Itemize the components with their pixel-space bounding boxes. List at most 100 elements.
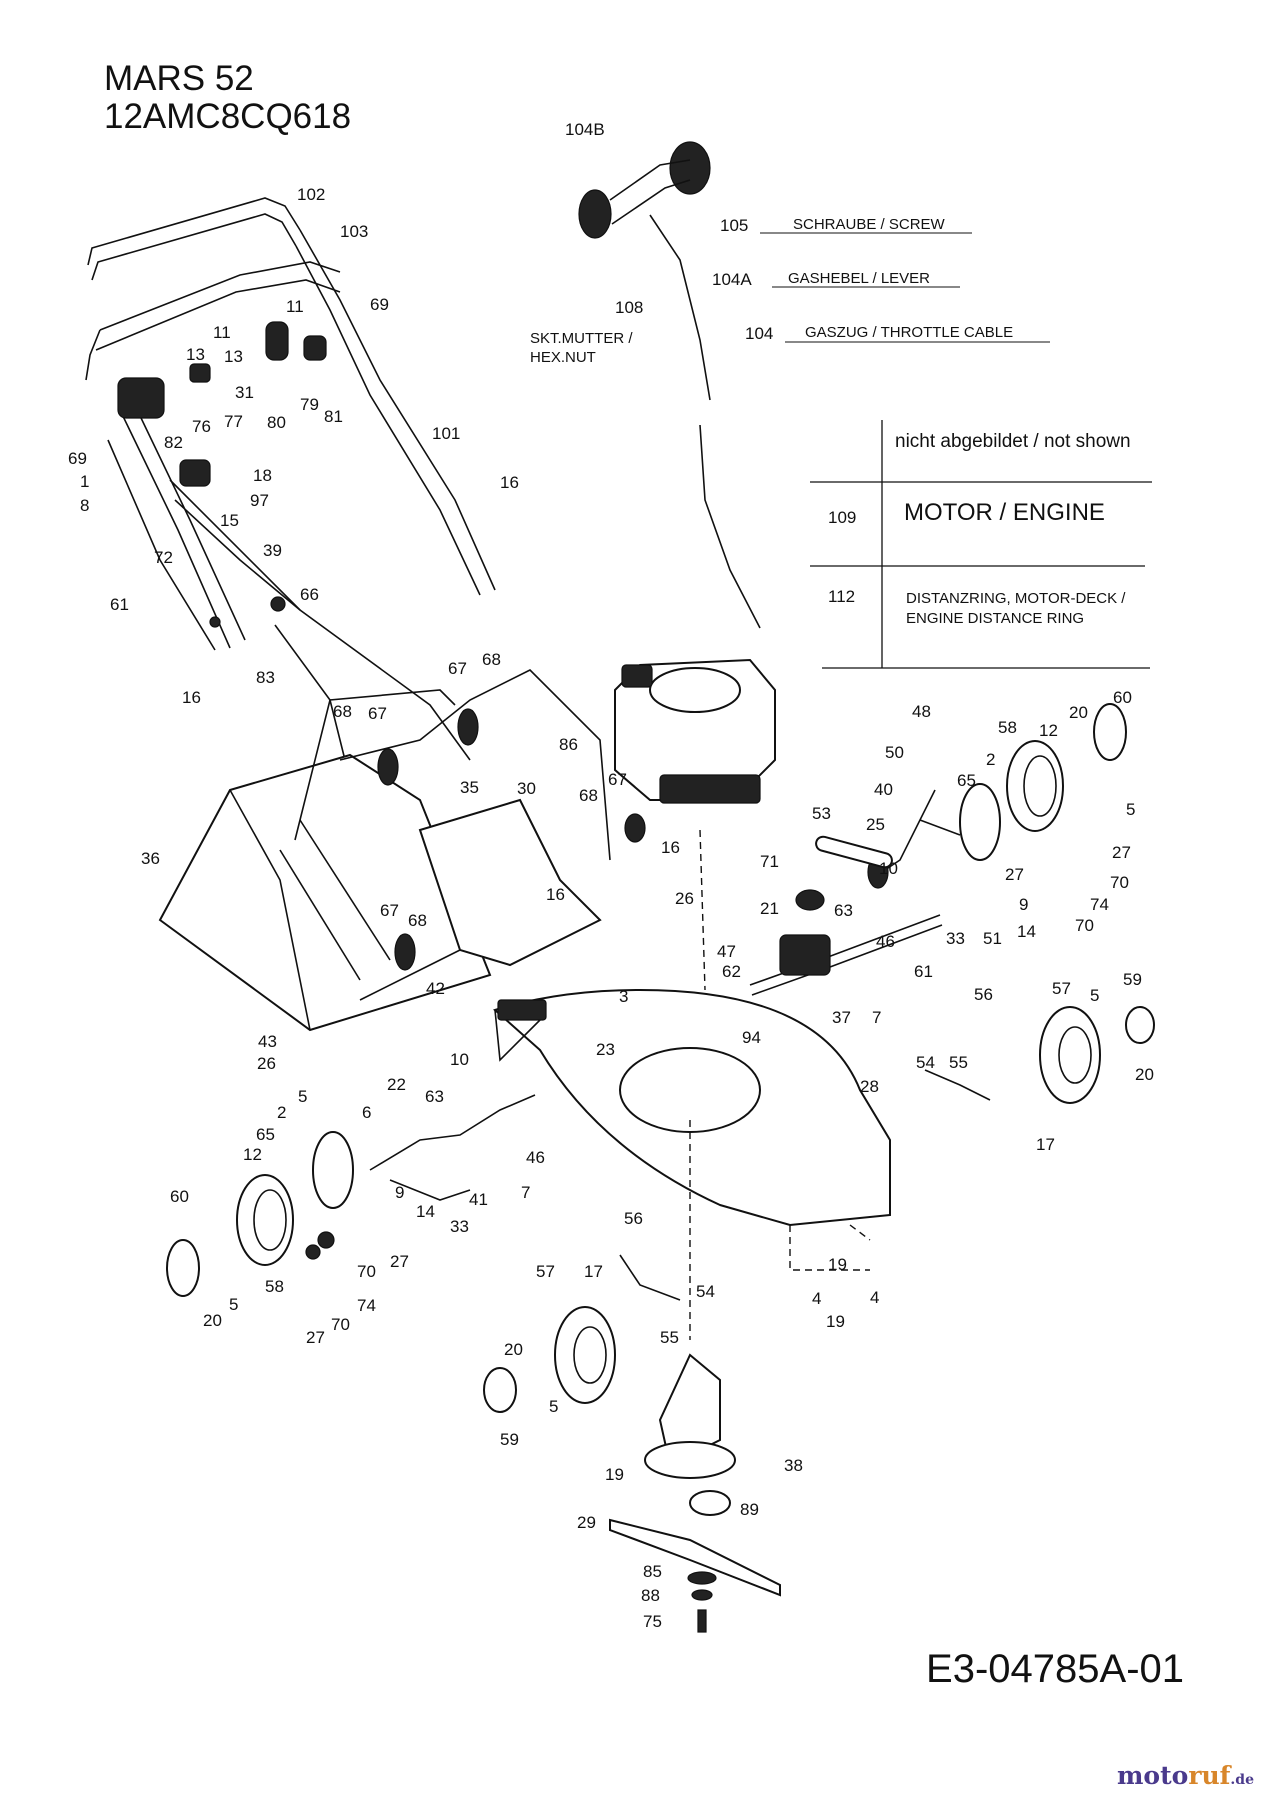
callout: 4 xyxy=(870,1288,879,1307)
callout: 69 xyxy=(370,295,389,314)
callout: 65 xyxy=(957,771,976,790)
callout: 26 xyxy=(257,1054,276,1073)
callout: 14 xyxy=(1017,922,1036,941)
callout: 75 xyxy=(643,1612,662,1631)
callout: 62 xyxy=(722,962,741,981)
callout: 7 xyxy=(872,1008,881,1027)
callout: 35 xyxy=(460,778,479,797)
callout: 102 xyxy=(297,185,325,204)
callout: 7 xyxy=(521,1183,530,1202)
callout: 80 xyxy=(267,413,286,432)
brand-main: moto xyxy=(1116,1761,1189,1790)
callout: 33 xyxy=(946,929,965,948)
callout: 65 xyxy=(256,1125,275,1144)
callout: 60 xyxy=(170,1187,189,1206)
callout: 54 xyxy=(696,1282,715,1301)
callout: 85 xyxy=(643,1562,662,1581)
not-shown-table: nicht abgebildet / not shown 109 MOTOR /… xyxy=(828,431,1131,627)
callout: 68 xyxy=(579,786,598,805)
callout: 5 xyxy=(1126,800,1135,819)
mower-deck xyxy=(493,829,891,1340)
callout: 104B xyxy=(565,120,605,139)
legend-no: 105 xyxy=(720,216,748,235)
callout: 81 xyxy=(324,407,343,426)
callout: 67 xyxy=(368,704,387,723)
callout: 77 xyxy=(224,412,243,431)
callout: 50 xyxy=(885,743,904,762)
callout: 16 xyxy=(546,885,565,904)
callout: 70 xyxy=(357,1262,376,1281)
row-line2: ENGINE DISTANCE RING xyxy=(906,610,1084,627)
callout: 31 xyxy=(235,383,254,402)
callout: 60 xyxy=(1113,688,1132,707)
callout: 94 xyxy=(742,1028,761,1047)
callout: 20 xyxy=(1135,1065,1154,1084)
callout: 16 xyxy=(182,688,201,707)
callout: 13 xyxy=(224,347,243,366)
callout: 59 xyxy=(1123,970,1142,989)
row-no: 112 xyxy=(828,587,855,606)
grass-catcher xyxy=(158,669,646,1032)
callout: 11 xyxy=(213,323,231,342)
callout: 10 xyxy=(879,859,898,878)
callout: 20 xyxy=(504,1340,523,1359)
row-no: 109 xyxy=(828,508,856,527)
callout: 66 xyxy=(300,585,319,604)
legend-text: GASZUG / THROTTLE CABLE xyxy=(805,324,1013,341)
callout: 33 xyxy=(450,1217,469,1236)
callout: 36 xyxy=(141,849,160,868)
callout: 79 xyxy=(300,395,319,414)
callout: 101 xyxy=(432,424,460,443)
callout: 16 xyxy=(500,473,519,492)
callout: 17 xyxy=(584,1262,603,1281)
callout: 40 xyxy=(874,780,893,799)
callout: 89 xyxy=(740,1500,759,1519)
callout: 5 xyxy=(229,1295,238,1314)
callout: 37 xyxy=(832,1008,851,1027)
callout: 5 xyxy=(1090,986,1099,1005)
rear-axle xyxy=(749,835,943,996)
callout: 54 xyxy=(916,1053,935,1072)
callout: 70 xyxy=(1110,873,1129,892)
callout: 27 xyxy=(1112,843,1131,862)
callout: 68 xyxy=(482,650,501,669)
legend-underlines xyxy=(760,232,1050,343)
throttle-legend: 105 SCHRAUBE / SCREW 104A GASHEBEL / LEV… xyxy=(530,216,1013,366)
callout: 86 xyxy=(559,735,578,754)
callout: 8 xyxy=(80,496,89,515)
callout: 2 xyxy=(277,1103,286,1122)
callout: 14 xyxy=(416,1202,435,1221)
callout: 42 xyxy=(426,979,445,998)
callout: 82 xyxy=(164,433,183,452)
callout: 61 xyxy=(914,962,933,981)
brand-accent: ruf xyxy=(1188,1761,1231,1790)
handle-assembly xyxy=(85,197,496,761)
callout: 47 xyxy=(717,942,736,961)
callout: 15 xyxy=(220,511,239,530)
legend-text: SCHRAUBE / SCREW xyxy=(793,216,946,233)
callout: 13 xyxy=(186,345,205,364)
brand-suffix: .de xyxy=(1230,1772,1254,1788)
callout: 46 xyxy=(526,1148,545,1167)
right-rear-wheel xyxy=(867,703,1127,889)
callout: 2 xyxy=(986,750,995,769)
callout: 9 xyxy=(1019,895,1028,914)
callout: 43 xyxy=(258,1032,277,1051)
callout-labels: 104B 108 102 103 11 69 11 13 13 31 80 79… xyxy=(68,120,1154,1631)
callout: 22 xyxy=(387,1075,406,1094)
callout: 20 xyxy=(203,1311,222,1330)
front-wheel-left xyxy=(483,1254,681,1413)
callout: 74 xyxy=(1090,895,1109,914)
callout: 17 xyxy=(1036,1135,1055,1154)
callout: 5 xyxy=(549,1397,558,1416)
callout: 56 xyxy=(624,1209,643,1228)
callout: 5 xyxy=(298,1087,307,1106)
callout: 57 xyxy=(536,1262,555,1281)
callout: 55 xyxy=(660,1328,679,1347)
callout: 67 xyxy=(448,659,467,678)
callout: 48 xyxy=(912,702,931,721)
callout: 68 xyxy=(408,911,427,930)
callout: 83 xyxy=(256,668,275,687)
callout: 4 xyxy=(812,1289,821,1308)
callout: 12 xyxy=(1039,721,1058,740)
